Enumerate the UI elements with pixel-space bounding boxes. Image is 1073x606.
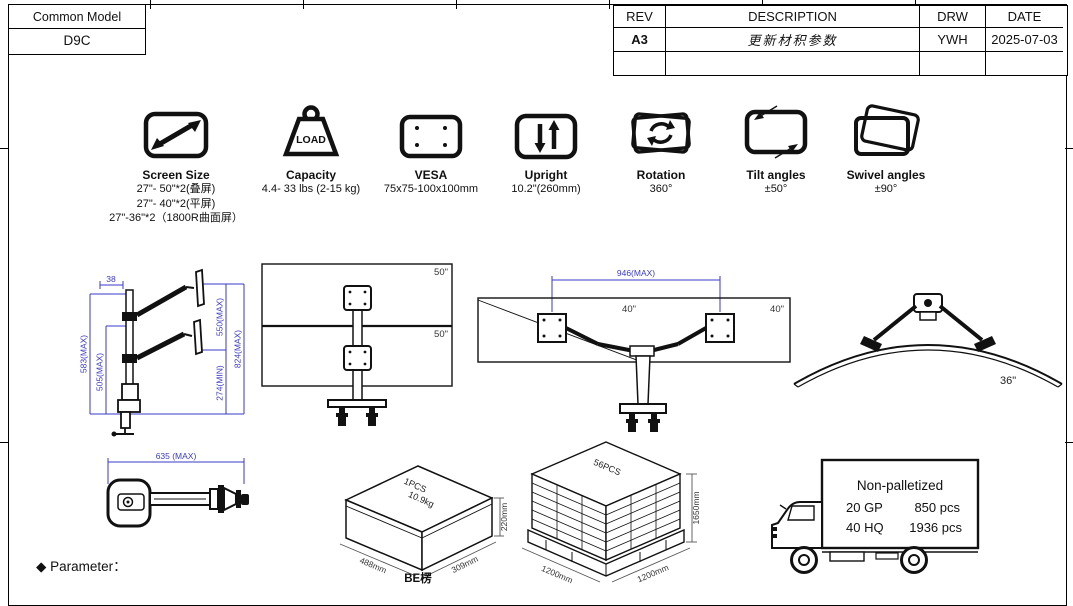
load-icon-text: LOAD [296, 134, 326, 146]
feature-line: 10.2"(260mm) [511, 183, 581, 195]
feature-name: Upright [524, 168, 568, 182]
date-header: DATE [986, 6, 1063, 28]
drw-value: YWH [920, 28, 986, 52]
left-screen-size-label: 40" [622, 304, 636, 315]
dim-offset-38: 38 [106, 274, 116, 284]
side-view-drawing: 38 583(MAX) 505(MAX) 550(MAX) 274(MIN) 8… [79, 268, 245, 437]
upright-icon [514, 113, 578, 160]
feature-vesa: VESA 75x75-100x100mm [356, 102, 506, 197]
rev-value: A3 [614, 28, 666, 52]
dim-946-max: 946(MAX) [617, 268, 655, 278]
description-empty [666, 52, 920, 75]
frame-tick [1065, 148, 1073, 149]
dim-824-max: 824(MAX) [233, 330, 243, 368]
front-view-drawing: 50" 50" [261, 263, 453, 426]
feature-rotation: Rotation 360° [601, 102, 721, 197]
curved-screen-drawing: 36" [793, 293, 1063, 388]
frame-tick [0, 442, 8, 443]
lower-screen-size-label: 50" [434, 329, 448, 340]
dim-550-max: 550(MAX) [215, 298, 225, 336]
carton-box-drawing: 1PCS 10.9kg 488mm 309mm 220mm BE楞 [339, 465, 509, 585]
truck-40hq-label: 40 HQ [846, 520, 884, 535]
truck-20gp-qty: 850 pcs [914, 500, 960, 515]
carton-height-label: 220mm [499, 503, 509, 531]
revision-table: REV DESCRIPTION DRW DATE A3 更新材积参数 YWH 2… [613, 5, 1068, 76]
clamp-knobs [626, 413, 660, 432]
feature-line: ±50° [764, 183, 788, 195]
date-empty [986, 52, 1063, 75]
rev-header: REV [614, 6, 666, 28]
clamp-knobs [336, 407, 378, 426]
swivel-icon [854, 104, 920, 156]
feature-upright: Upright 10.2"(260mm) [476, 102, 616, 197]
feature-name: Screen Size [142, 168, 210, 182]
tilt-icon [744, 105, 808, 159]
feature-line: 75x75-100x100mm [383, 183, 479, 195]
frame-tick [456, 0, 457, 9]
feature-name: Capacity [285, 168, 337, 182]
pallet-drawing: 56PCS 1650mm 1200mm 1200mm [521, 441, 701, 585]
load-capacity-icon: LOAD [282, 105, 340, 157]
feature-line: 27"-36"*2（1800R曲面屏） [109, 212, 243, 224]
carton-layer-lines [531, 482, 681, 552]
upper-screen-size-label: 50" [434, 267, 448, 278]
frame-tick [150, 0, 151, 9]
feature-name: Tilt angles [746, 168, 806, 182]
feature-tilt: Tilt angles ±50° [716, 102, 836, 197]
feature-capacity: LOAD Capacity 4.4- 33 lbs (2-15 kg) [231, 102, 391, 197]
model-number: D9C [63, 33, 91, 48]
pallet-slats [545, 540, 667, 576]
description-header: DESCRIPTION [666, 6, 920, 28]
pallet-height-label: 1650mm [691, 491, 701, 524]
feature-name: Rotation [636, 168, 686, 182]
frame-tick [609, 0, 610, 9]
pallet-side-b-label: 1200mm [636, 562, 670, 584]
feature-line: ±90° [874, 183, 898, 195]
truck-20gp-label: 20 GP [846, 500, 883, 515]
feature-line: 360° [649, 183, 673, 195]
truck-drawing: Non-palletized 20 GP 850 pcs 40 HQ 1936 … [771, 458, 980, 574]
title-block: Common Model D9C [8, 4, 146, 55]
frame-tick [0, 148, 8, 149]
truck-load-title: Non-palletized [857, 478, 943, 493]
right-screen-size-label: 40" [770, 304, 784, 315]
dim-505-max: 505(MAX) [95, 353, 105, 391]
screen-size-icon [143, 111, 209, 159]
top-view-drawing: 946(MAX) 40" 40" [477, 268, 791, 432]
dim-635-max: 635 (MAX) [156, 451, 197, 461]
truck-40hq-qty: 1936 pcs [909, 520, 962, 535]
description-value: 更新材积参数 [666, 28, 920, 52]
feature-line: 4.4- 33 lbs (2-15 kg) [261, 183, 361, 195]
parameter-heading: ◆ Parameter： [36, 559, 127, 574]
frame-tick [303, 0, 304, 9]
common-model-label: Common Model [9, 5, 145, 29]
feature-line: 27"- 50"*2(叠屏) [136, 183, 216, 195]
pallet-side-a-label: 1200mm [540, 563, 574, 585]
frame-tick [762, 0, 763, 9]
rev-empty [614, 52, 666, 75]
feature-swivel: Swivel angles ±90° [821, 102, 951, 197]
frame-tick [1065, 442, 1073, 443]
curved-screen-size-label: 36" [1000, 375, 1016, 387]
feature-line: 27"- 40"*2(平屏) [136, 197, 216, 210]
feature-name: Swivel angles [846, 168, 926, 182]
drw-header: DRW [920, 6, 986, 28]
folded-arm-drawing: 635 (MAX) [106, 451, 249, 528]
drw-empty [920, 52, 986, 75]
feature-screen-size: Screen Size 27"- 50"*2(叠屏) 27"- 40"*2(平屏… [81, 102, 271, 226]
carton-flute-label: BE楞 [404, 571, 432, 585]
dim-274-min: 274(MIN) [215, 365, 225, 401]
vesa-icon [399, 114, 463, 159]
rotation-icon [631, 112, 691, 154]
frame-tick [915, 0, 916, 9]
date-value: 2025-07-03 [986, 28, 1063, 52]
feature-name: VESA [414, 168, 448, 182]
dim-583-max: 583(MAX) [79, 335, 89, 373]
